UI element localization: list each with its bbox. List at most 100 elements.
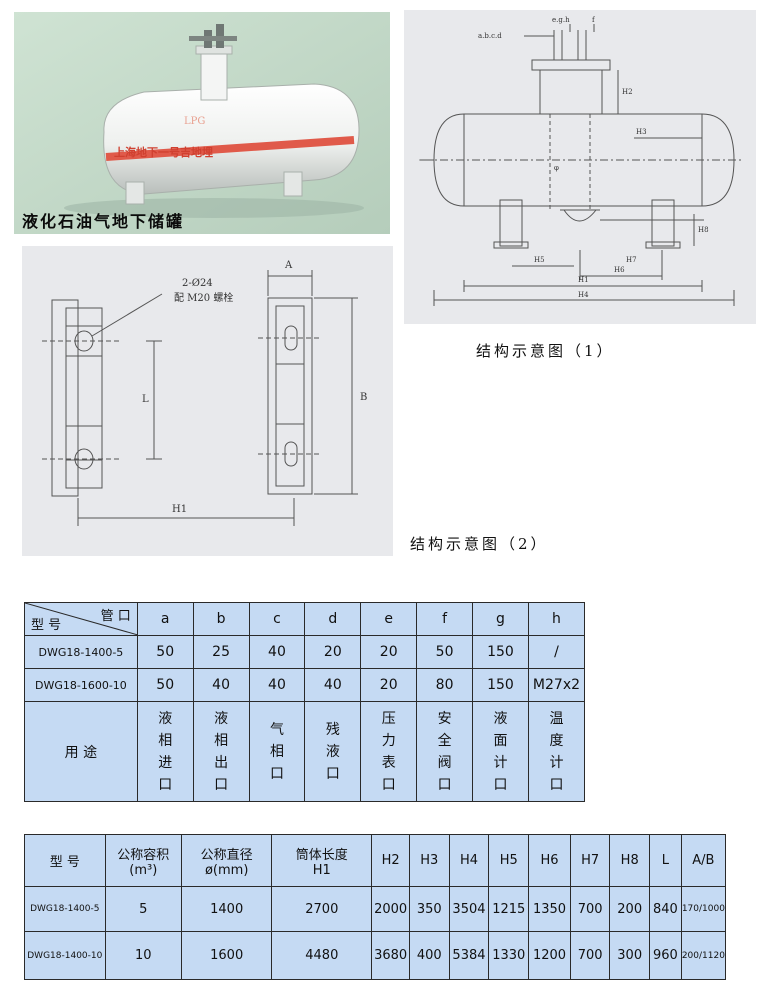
table-row: DWG18-1600-10 50 40 40 40 20 80 150 M27x… bbox=[24, 668, 586, 702]
col-header: e bbox=[360, 602, 418, 636]
value-cell: 3504 bbox=[448, 886, 490, 932]
header-volume: 公称容积 (m³) bbox=[104, 834, 182, 887]
volume-cell: 5 bbox=[104, 886, 182, 932]
col-header: H6 bbox=[528, 834, 571, 887]
tank-marking: 上海地下一号吉地埋 bbox=[114, 145, 213, 159]
label-l: L bbox=[142, 394, 149, 405]
diameter-title: 公称直径 bbox=[200, 847, 253, 863]
usage-row: 用 途 液相进口 液相出口 气相口 残液口 压力表口 安全阀口 液面计口 温度计… bbox=[24, 701, 586, 802]
value-cell: 20 bbox=[360, 635, 418, 669]
length-title: 筒体长度 bbox=[295, 847, 348, 863]
header-nozzle: 管 口 bbox=[100, 609, 131, 624]
length-cell: 2700 bbox=[271, 886, 373, 932]
label-b: B bbox=[360, 392, 367, 403]
diagonal-header-cell: 管 口 型 号 bbox=[24, 602, 138, 636]
label-h7: H7 bbox=[626, 256, 637, 264]
col-header: c bbox=[248, 602, 306, 636]
value-cell: 3680 bbox=[371, 931, 411, 980]
nozzle-table: 管 口 型 号 a b c d e f g h DWG18-1400-5 50 … bbox=[24, 602, 586, 802]
value-cell: 40 bbox=[304, 668, 362, 702]
diameter-cell: 1600 bbox=[180, 931, 273, 980]
label-f: f bbox=[592, 16, 596, 24]
support-plate-drawing: 2-Ø24 配 M20 螺栓 A B L H1 bbox=[42, 260, 367, 526]
volume-cell: 10 bbox=[104, 931, 182, 980]
usage-cell: 温度计口 bbox=[549, 710, 564, 793]
label-h5: H5 bbox=[534, 256, 545, 264]
drawing-1-caption: 结构示意图（1） bbox=[476, 342, 615, 360]
usage-cell: 安全阀口 bbox=[437, 710, 452, 793]
header-diameter: 公称直径 ø(mm) bbox=[180, 834, 273, 887]
header-model: 型 号 bbox=[31, 618, 62, 633]
bolt-note: 配 M20 螺栓 bbox=[174, 291, 233, 304]
value-cell: 350 bbox=[409, 886, 450, 932]
table-row: DWG18-1400-10 10 1600 4480 3680 400 5384… bbox=[24, 931, 727, 980]
value-cell: / bbox=[527, 635, 586, 669]
value-cell: 700 bbox=[569, 931, 611, 980]
structure-drawing-2: 2-Ø24 配 M20 螺栓 A B L H1 bbox=[22, 246, 393, 556]
usage-cell: 液相出口 bbox=[214, 710, 229, 793]
value-cell: 40 bbox=[192, 668, 250, 702]
value-cell: 1350 bbox=[528, 886, 571, 932]
value-cell: 2000 bbox=[371, 886, 411, 932]
usage-label: 用 途 bbox=[24, 701, 138, 802]
col-header: b bbox=[192, 602, 250, 636]
value-cell: 200 bbox=[609, 886, 650, 932]
tank-illustration: LPG 上海地下一号吉地埋 bbox=[14, 12, 390, 234]
length-cell: 4480 bbox=[271, 931, 373, 980]
label-abcd: a.b.c.d bbox=[478, 32, 502, 40]
tank-elevation-drawing: a.b.c.d e.g.h f H2 H3 φ H8 H5 H7 H6 H1 H… bbox=[419, 16, 744, 306]
col-header: L bbox=[648, 834, 682, 887]
col-header: H8 bbox=[609, 834, 650, 887]
usage-cell: 液面计口 bbox=[493, 710, 508, 793]
value-cell: 200/1120 bbox=[680, 931, 727, 980]
model-cell: DWG18-1600-10 bbox=[24, 668, 138, 702]
label-h8: H8 bbox=[698, 226, 709, 234]
col-header: H7 bbox=[569, 834, 611, 887]
hole-note: 2-Ø24 bbox=[182, 278, 213, 289]
dimension-table: 型 号 公称容积 (m³) 公称直径 ø(mm) 筒体长度 H1 H2 H3 H… bbox=[24, 834, 727, 980]
model-cell: DWG18-1400-5 bbox=[24, 635, 138, 669]
diagonal-line bbox=[25, 603, 138, 635]
volume-title: 公称容积 bbox=[117, 847, 170, 863]
col-header: H5 bbox=[488, 834, 530, 887]
value-cell: 50 bbox=[416, 635, 474, 669]
value-cell: 1330 bbox=[488, 931, 530, 980]
col-header: A/B bbox=[680, 834, 727, 887]
label-phi: φ bbox=[554, 164, 559, 172]
value-cell: 20 bbox=[360, 668, 418, 702]
label-h3: H3 bbox=[636, 128, 647, 136]
drawing-2-caption: 结构示意图（2） bbox=[410, 535, 549, 553]
value-cell: 840 bbox=[648, 886, 682, 932]
tank-logo: LPG bbox=[184, 116, 205, 127]
label-h2: H2 bbox=[622, 88, 633, 96]
value-cell: 960 bbox=[648, 931, 682, 980]
col-header: f bbox=[416, 602, 474, 636]
label-h1: H1 bbox=[172, 504, 187, 515]
model-cell: DWG18-1400-5 bbox=[24, 886, 106, 932]
value-cell: 40 bbox=[248, 635, 306, 669]
length-sub: H1 bbox=[312, 862, 331, 878]
col-header: H3 bbox=[409, 834, 450, 887]
value-cell: 20 bbox=[304, 635, 362, 669]
usage-cell: 液相进口 bbox=[158, 710, 173, 793]
label-h4: H4 bbox=[578, 291, 589, 299]
value-cell: 50 bbox=[136, 635, 194, 669]
value-cell: 700 bbox=[569, 886, 611, 932]
value-cell: 40 bbox=[248, 668, 306, 702]
value-cell: 1215 bbox=[488, 886, 530, 932]
value-cell: 80 bbox=[416, 668, 474, 702]
tank-photo: LPG 上海地下一号吉地埋 bbox=[14, 12, 390, 234]
header-model: 型 号 bbox=[24, 834, 106, 887]
value-cell: 300 bbox=[609, 931, 650, 980]
value-cell: 150 bbox=[472, 668, 529, 702]
col-header: a bbox=[136, 602, 194, 636]
label-h6: H6 bbox=[614, 266, 625, 274]
structure-drawing-1: a.b.c.d e.g.h f H2 H3 φ H8 H5 H7 H6 H1 H… bbox=[404, 10, 756, 324]
table-row: DWG18-1400-5 50 25 40 20 20 50 150 / bbox=[24, 635, 586, 669]
value-cell: 1200 bbox=[528, 931, 571, 980]
value-cell: 5384 bbox=[448, 931, 490, 980]
value-cell: M27x2 bbox=[527, 668, 586, 702]
model-cell: DWG18-1400-10 bbox=[24, 931, 106, 980]
diameter-unit: ø(mm) bbox=[204, 862, 249, 878]
col-header: H2 bbox=[371, 834, 411, 887]
